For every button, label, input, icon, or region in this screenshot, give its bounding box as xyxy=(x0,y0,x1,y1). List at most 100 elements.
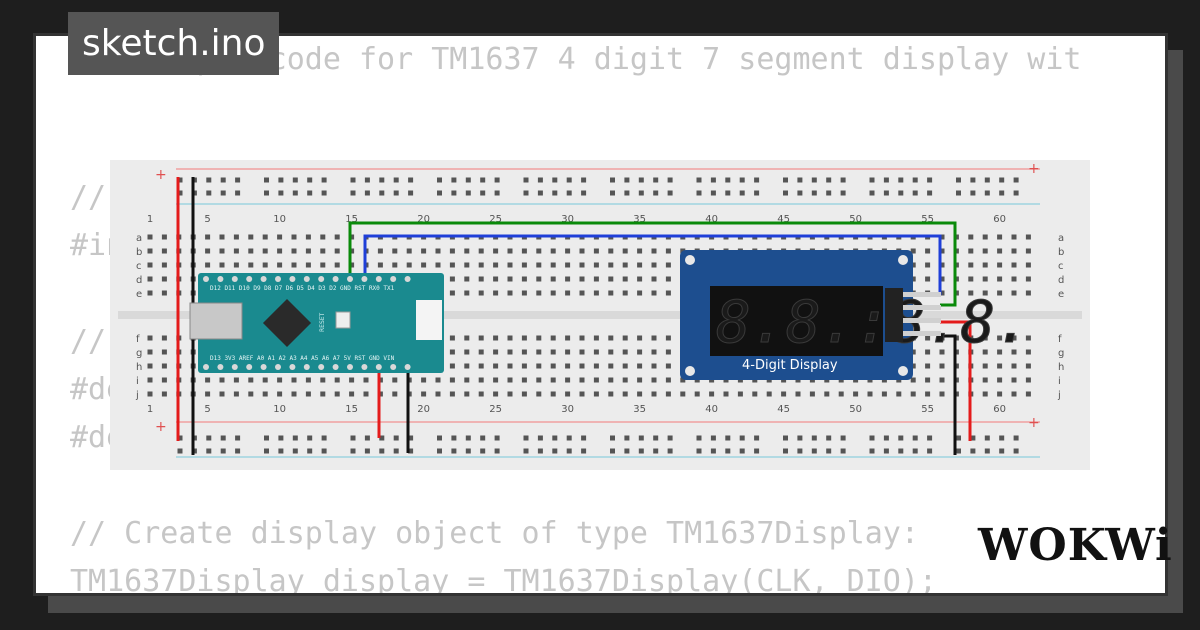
breadboard-hole xyxy=(521,377,527,383)
breadboard-hole xyxy=(581,190,587,196)
breadboard-hole xyxy=(320,248,326,254)
breadboard-hole xyxy=(982,234,988,240)
breadboard-hole xyxy=(910,349,916,355)
column-number: 25 xyxy=(489,214,502,225)
breadboard-hole xyxy=(710,190,716,196)
breadboard-hole xyxy=(869,177,875,183)
breadboard-hole xyxy=(480,448,486,454)
column-number: 55 xyxy=(921,214,934,225)
breadboard-hole xyxy=(451,435,457,441)
breadboard-hole xyxy=(566,190,572,196)
breadboard-hole xyxy=(939,391,945,397)
wire-blue[interactable] xyxy=(363,234,942,295)
breadboard-hole xyxy=(997,377,1003,383)
breadboard-hole xyxy=(608,377,614,383)
breadboard-hole xyxy=(147,349,153,355)
breadboard-hole xyxy=(478,248,484,254)
breadboard-hole xyxy=(610,190,615,196)
breadboard-hole xyxy=(408,448,414,454)
breadboard-hole xyxy=(608,335,614,341)
breadboard-hole xyxy=(161,391,167,397)
breadboard-hole xyxy=(147,262,153,268)
breadboard-hole xyxy=(811,448,817,454)
breadboard-hole xyxy=(956,435,961,441)
file-tab[interactable]: sketch.ino xyxy=(68,12,280,75)
column-number: 45 xyxy=(777,214,790,225)
breadboard-hole xyxy=(1025,248,1031,254)
breadboard-hole xyxy=(393,435,399,441)
mounting-hole xyxy=(898,366,908,376)
breadboard-hole xyxy=(997,248,1003,254)
breadboard-hole xyxy=(665,349,671,355)
wire-black[interactable] xyxy=(940,334,957,455)
row-letter: f xyxy=(1058,334,1062,345)
breadboard-hole xyxy=(638,435,644,441)
breadboard-hole xyxy=(925,248,931,254)
breadboard-hole xyxy=(493,276,499,282)
breadboard-hole xyxy=(608,349,614,355)
breadboard-hole xyxy=(379,435,385,441)
breadboard-hole xyxy=(739,177,745,183)
breadboard-hole xyxy=(593,248,599,254)
breadboard-hole xyxy=(262,391,268,397)
breadboard-hole xyxy=(637,391,643,397)
breadboard-hole xyxy=(235,435,241,441)
breadboard-hole xyxy=(262,262,268,268)
breadboard-hole xyxy=(667,177,673,183)
breadboard-hole xyxy=(523,448,529,454)
breadboard-hole xyxy=(637,349,643,355)
breadboard-hole xyxy=(478,363,484,369)
breadboard-hole xyxy=(999,190,1005,196)
wire-green[interactable] xyxy=(348,221,957,307)
breadboard-hole xyxy=(651,262,657,268)
breadboard-hole xyxy=(651,363,657,369)
breadboard-hole xyxy=(449,262,455,268)
breadboard-hole xyxy=(264,448,269,454)
tm1637-display-module[interactable]: 8.8.:8.8. 4-Digit Display xyxy=(680,250,1031,380)
breadboard-hole xyxy=(665,262,671,268)
breadboard-hole xyxy=(537,190,543,196)
breadboard-hole xyxy=(421,262,427,268)
breadboard-hole xyxy=(523,177,529,183)
breadboard-hole xyxy=(220,448,226,454)
breadboard-hole xyxy=(783,448,788,454)
arduino-nano[interactable]: RESET D12 D11 D10 D9 D8 D7 D6 D5 D4 D3 D… xyxy=(189,273,444,373)
breadboard-hole xyxy=(638,190,644,196)
breadboard-hole xyxy=(579,377,585,383)
breadboard-hole xyxy=(725,435,731,441)
breadboard-hole xyxy=(220,190,226,196)
display-header xyxy=(885,288,903,342)
breadboard-hole xyxy=(507,363,513,369)
breadboard-hole xyxy=(493,290,499,296)
breadboard-hole xyxy=(147,248,153,254)
breadboard-hole xyxy=(307,190,313,196)
breadboard-hole xyxy=(869,190,875,196)
breadboard-hole xyxy=(968,262,974,268)
breadboard-hole xyxy=(581,448,587,454)
breadboard-hole xyxy=(970,177,976,183)
breadboard-hole xyxy=(797,435,803,441)
column-number: 10 xyxy=(273,214,286,225)
breadboard-hole xyxy=(307,177,313,183)
breadboard-hole xyxy=(291,262,297,268)
breadboard-hole xyxy=(521,335,527,341)
wire-red[interactable] xyxy=(940,320,972,441)
breadboard-hole xyxy=(147,234,153,240)
breadboard-hole xyxy=(493,335,499,341)
breadboard-hole xyxy=(696,177,702,183)
breadboard-hole xyxy=(610,177,615,183)
breadboard-hole xyxy=(320,377,326,383)
breadboard-hole xyxy=(494,190,500,196)
breadboard-hole xyxy=(968,276,974,282)
arduino-pin xyxy=(231,364,238,370)
reset-button[interactable] xyxy=(335,311,351,329)
breadboard-hole xyxy=(536,349,542,355)
breadboard-hole xyxy=(883,190,889,196)
column-number: 35 xyxy=(633,404,646,415)
breadboard-hole xyxy=(999,448,1005,454)
breadboard-hole xyxy=(393,190,399,196)
breadboard-hole xyxy=(811,177,817,183)
breadboard-hole xyxy=(651,377,657,383)
breadboard-hole xyxy=(161,377,167,383)
breadboard-hole xyxy=(321,448,327,454)
